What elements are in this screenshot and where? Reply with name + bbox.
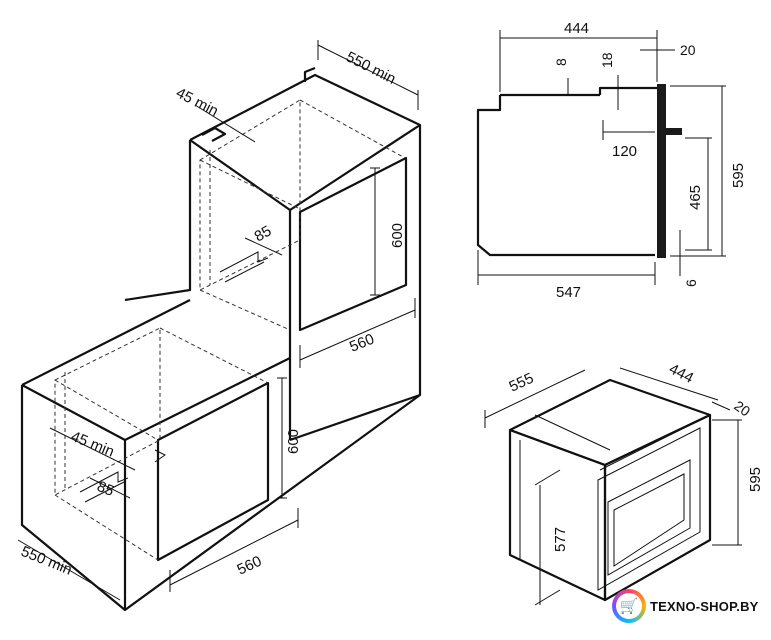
low-vent-label: 85: [95, 478, 117, 500]
tall-depth-label: 550 min: [343, 48, 398, 87]
side-20-label: 20: [680, 42, 696, 58]
tall-height-label: 600: [389, 223, 406, 248]
iso-555-label: 555: [507, 370, 537, 396]
iso-dimensions: 555 444 20 595 577: [484, 360, 764, 606]
iso-595-label: 595: [747, 467, 764, 492]
iso-oven: [508, 378, 712, 602]
low-width-label: 560: [235, 553, 265, 579]
knob-profile: [664, 128, 682, 135]
tall-vent-label: 85: [252, 222, 275, 245]
low-depth-label: 550 min: [19, 543, 75, 579]
low-dimensions: 45 min 85 600 560 550 min: [17, 377, 302, 601]
side-18-label: 18: [599, 52, 615, 68]
side-120-label: 120: [612, 143, 637, 160]
cart-icon: 🛒: [612, 589, 646, 623]
low-height-label: 600: [285, 429, 302, 454]
side-8-label: 8: [553, 58, 569, 66]
tall-gap-label: 45 min: [173, 84, 221, 120]
shop-watermark: 🛒 TEXNO-SHOP.BY: [612, 586, 766, 626]
tall-dimensions: 550 min 45 min 85 600 560: [173, 40, 419, 368]
tall-width-label: 560: [347, 331, 377, 356]
watermark-text: TEXNO-SHOP.BY: [650, 598, 759, 614]
side-view: 444 8 18 20 120 465 595 6 547: [476, 20, 747, 301]
iso-577-label: 577: [552, 527, 569, 552]
iso-444-label: 444: [666, 360, 696, 387]
side-595-label: 595: [730, 163, 747, 188]
side-547-label: 547: [556, 284, 581, 301]
oven-door-profile: [657, 84, 666, 258]
side-465-label: 465: [687, 185, 704, 210]
side-6-label: 6: [683, 279, 699, 287]
tall-cabinet: [124, 66, 422, 442]
iso-20-label: 20: [731, 397, 753, 419]
side-444-label: 444: [564, 20, 589, 37]
